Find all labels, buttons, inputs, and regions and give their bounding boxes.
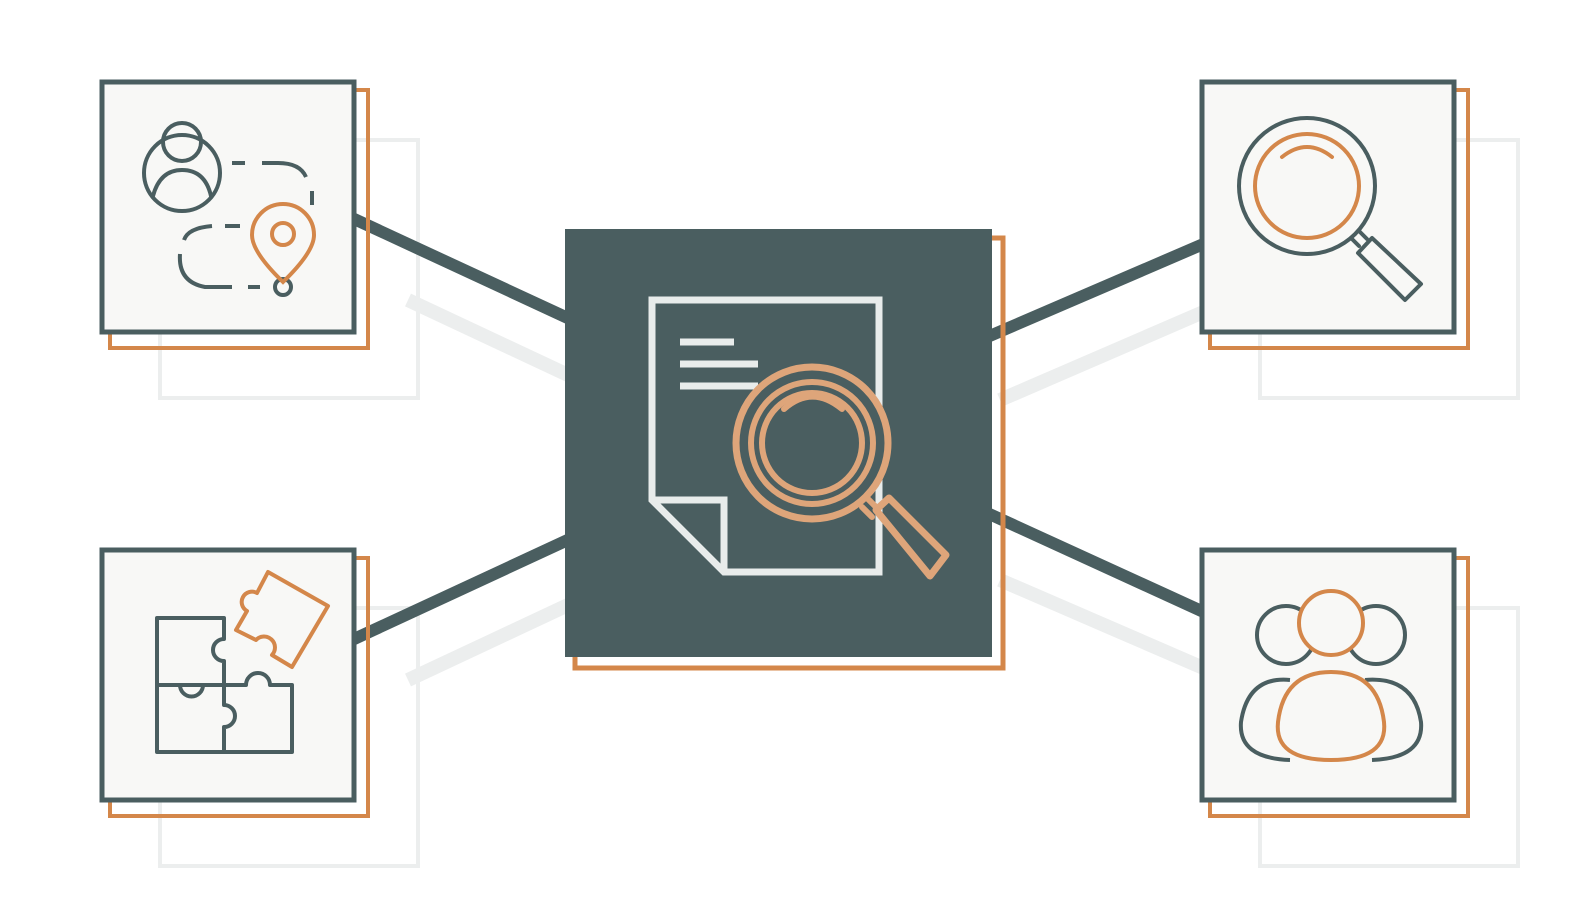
magnifier-neck-1 bbox=[1357, 229, 1369, 241]
user-head bbox=[161, 121, 203, 163]
connector-top-right bbox=[982, 236, 1211, 344]
shadow-connector-top-right bbox=[997, 303, 1211, 407]
puzzle-piece-1 bbox=[155, 616, 226, 687]
user-group-icon bbox=[1238, 589, 1424, 763]
puzzle-piece-2 bbox=[155, 683, 237, 754]
puzzle-pieces-icon bbox=[155, 570, 330, 754]
lens-glint bbox=[781, 393, 845, 412]
lens-middle-ring bbox=[748, 379, 876, 507]
magnifier-lens bbox=[1253, 132, 1361, 240]
connector-bottom-right bbox=[982, 506, 1211, 620]
route-dash-lower bbox=[177, 224, 260, 289]
group-right-body bbox=[1364, 677, 1424, 762]
location-pin bbox=[249, 202, 317, 285]
node-bottom-left-card bbox=[99, 547, 357, 803]
group-left-body bbox=[1238, 677, 1291, 762]
puzzle-piece-3 bbox=[224, 671, 294, 754]
route-dash-upper bbox=[232, 161, 314, 205]
node-bottom-left bbox=[99, 547, 370, 818]
connector-bottom-left bbox=[349, 532, 575, 646]
document-outline bbox=[648, 296, 883, 576]
node-bottom-right bbox=[1199, 547, 1470, 818]
document-fold bbox=[652, 496, 728, 572]
user-avatar-circle bbox=[142, 133, 222, 213]
magnifying-glass-icon bbox=[1237, 116, 1423, 302]
connectors bbox=[349, 212, 1211, 646]
puzzle-piece-floating bbox=[234, 570, 330, 669]
connector-top-left bbox=[349, 212, 575, 326]
magnifier-handle bbox=[1356, 236, 1423, 302]
document-search-icon bbox=[648, 296, 950, 580]
node-top-left-card bbox=[99, 79, 357, 335]
lens-handle bbox=[872, 494, 950, 580]
lens-neck-2 bbox=[859, 504, 875, 520]
node-top-left bbox=[99, 79, 370, 350]
user-journey-route-icon bbox=[142, 121, 317, 297]
group-center-head bbox=[1297, 589, 1365, 657]
lens-inner-ring bbox=[759, 390, 865, 496]
magnifier-glint bbox=[1280, 145, 1334, 159]
center-node bbox=[565, 229, 1006, 671]
node-top-right bbox=[1199, 79, 1470, 350]
group-center-body bbox=[1275, 669, 1387, 763]
magnifier-outer-ring bbox=[1237, 116, 1377, 256]
magnifier-neck-2 bbox=[1349, 236, 1361, 248]
lens-outer-ring bbox=[732, 363, 892, 523]
location-pin-dot bbox=[270, 221, 296, 247]
shadow-connector-bottom-right bbox=[997, 573, 1211, 677]
route-end-point bbox=[273, 277, 293, 297]
user-shoulders bbox=[151, 167, 213, 198]
